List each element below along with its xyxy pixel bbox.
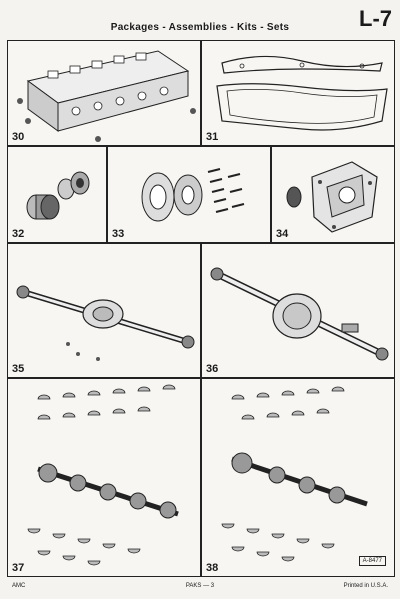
- cylinder-head-icon: [17, 50, 196, 142]
- figure-number: 31: [206, 131, 219, 143]
- illustration-grid: 30 31 32: [7, 40, 395, 577]
- panel-33: 33: [107, 146, 271, 243]
- page-title: Packages - Assemblies - Kits - Sets: [110, 22, 290, 33]
- figure-number: 33: [112, 228, 125, 240]
- figure-number: 32: [12, 228, 25, 240]
- figure-number: 35: [12, 363, 25, 375]
- crankshaft-bearing-kit-icon: [221, 386, 368, 562]
- water-pump-icon: [286, 161, 378, 233]
- panel-38: 38 A-8477: [201, 378, 395, 577]
- figure-number: 36: [206, 363, 219, 375]
- figure-number: 38: [206, 562, 219, 574]
- page-code: L-7: [359, 6, 392, 31]
- flange-bolt-kit-icon: [141, 168, 245, 222]
- footer-brand: AMC: [12, 583, 26, 589]
- panel-32: 32: [7, 146, 107, 243]
- panel-31: 31: [201, 40, 395, 146]
- rear-axle-icon: [210, 267, 389, 361]
- panel-34: 34: [271, 146, 395, 243]
- gasket-set-icon: [216, 55, 388, 131]
- front-axle-icon: [16, 285, 195, 361]
- footer-printed: Printed in U.S.A.: [343, 583, 388, 589]
- panel-36: 36: [201, 243, 395, 378]
- figure-number: 34: [276, 228, 289, 240]
- figure-number: 30: [12, 131, 25, 143]
- reference-number: A-8477: [358, 556, 386, 566]
- panel-35: 35: [7, 243, 201, 378]
- panel-30: 30: [7, 40, 201, 146]
- bushing-kit-icon: [26, 171, 90, 220]
- crankshaft-bearing-kit-icon: [27, 384, 179, 566]
- figure-number: 37: [12, 562, 25, 574]
- panel-37: 37: [7, 378, 201, 577]
- footer-page-id: PAKS — 3: [185, 583, 215, 589]
